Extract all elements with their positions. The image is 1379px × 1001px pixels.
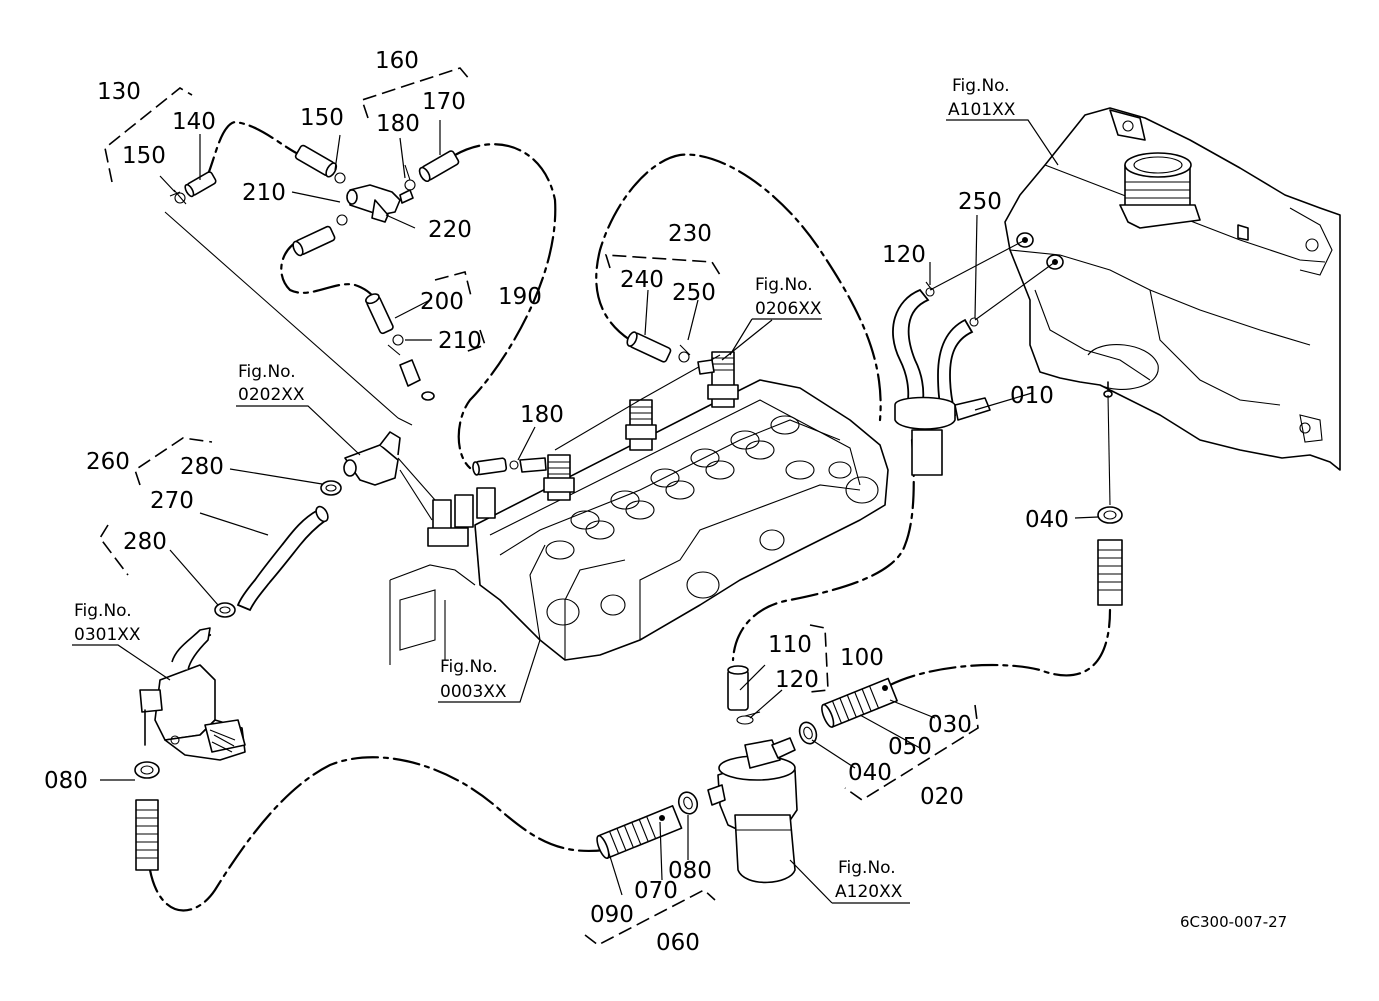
hose-170-to-injectors: [453, 143, 557, 470]
hose-filter-to-090: [148, 756, 607, 912]
label-100: 100: [840, 645, 884, 671]
hose-140-to-tee: [203, 120, 302, 184]
label-210-lower: 210: [438, 328, 482, 354]
filter-inlet-hose: [798, 677, 898, 745]
label-150-upper: 150: [300, 105, 344, 131]
label-040-center: 040: [848, 760, 892, 786]
filter-outlet-hose: [596, 791, 699, 860]
bracket-130: [104, 87, 193, 183]
label-110: 110: [768, 632, 812, 658]
bracket-190: [434, 271, 487, 353]
label-140: 140: [172, 109, 216, 135]
figref-a101-line2: A101XX: [948, 100, 1016, 120]
bracket-060: [584, 889, 716, 946]
overflow-hose-270: [214, 480, 342, 618]
hose-tank-to-110: [731, 438, 915, 662]
label-200: 200: [420, 289, 464, 315]
return-pipe-fittings: [164, 144, 460, 521]
label-080-center: 080: [668, 858, 712, 884]
bracket-100: [809, 624, 829, 693]
label-170: 170: [422, 89, 466, 115]
fuel-feed-pump-drawing: [139, 627, 246, 761]
hose-030-to-040: [888, 608, 1112, 687]
label-270: 270: [150, 488, 194, 514]
label-010: 010: [1010, 383, 1054, 409]
figref-0206-line1: Fig.No.: [755, 275, 813, 295]
label-230: 230: [668, 221, 712, 247]
label-090: 090: [590, 902, 634, 928]
label-020: 020: [920, 784, 964, 810]
label-120-lower: 120: [775, 667, 819, 693]
injector-3: [707, 351, 739, 408]
label-030: 030: [928, 712, 972, 738]
label-220: 220: [428, 217, 472, 243]
label-160: 160: [375, 48, 419, 74]
figref-a120-line1: Fig.No.: [838, 858, 896, 878]
bracket-020: [844, 704, 979, 801]
injector-2: [625, 399, 657, 451]
label-250-right: 250: [958, 189, 1002, 215]
bracket-230: [604, 254, 723, 279]
figref-0003-line1: Fig.No.: [440, 657, 498, 677]
label-130: 130: [97, 79, 141, 105]
label-180-upper: 180: [376, 111, 420, 137]
label-250-center: 250: [672, 280, 716, 306]
part-number-labels: 130 140 150 150 160 170 180 180 190 200 …: [44, 48, 1069, 956]
label-280-upper: 280: [180, 454, 224, 480]
label-240: 240: [620, 267, 664, 293]
label-080-left: 080: [44, 768, 88, 794]
figref-0003-line2: 0003XX: [440, 682, 507, 702]
bracket-260: [99, 437, 213, 576]
label-060: 060: [656, 930, 700, 956]
cylinder-head-drawing: [427, 351, 889, 661]
figref-0206-line2: 0206XX: [755, 299, 822, 319]
injector-1: [543, 454, 575, 501]
figref-a101-line1: Fig.No.: [952, 76, 1010, 96]
fuel-filter-drawing: [707, 665, 798, 884]
label-040-right: 040: [1025, 507, 1069, 533]
label-260: 260: [86, 449, 130, 475]
figref-0301-line1: Fig.No.: [74, 601, 132, 621]
hose-240-loop: [595, 153, 882, 422]
group-brackets: [99, 67, 979, 946]
engine-block-portion: [389, 564, 476, 665]
figref-0301-line2: 0301XX: [74, 625, 141, 645]
label-280-lower: 280: [123, 529, 167, 555]
label-180-lower: 180: [520, 402, 564, 428]
right-spring-hose: [1097, 394, 1123, 606]
label-070: 070: [634, 878, 678, 904]
label-050: 050: [888, 734, 932, 760]
label-190: 190: [498, 284, 542, 310]
label-210-upper: 210: [242, 180, 286, 206]
fuel-tank-drawing: [1004, 107, 1341, 471]
figure-references: Fig.No. A101XX Fig.No. 0206XX Fig.No. 02…: [74, 76, 1016, 902]
figref-a120-line2: A120XX: [835, 882, 903, 902]
drawing-number: 6C300-007-27: [1180, 913, 1287, 931]
bracket-160: [360, 67, 471, 119]
figref-0202-line1: Fig.No.: [238, 362, 296, 382]
leader-lines: [72, 119, 1099, 904]
figref-0202-line2: 0202XX: [238, 385, 305, 405]
tank-outlet-hoses: [892, 239, 1056, 476]
label-120-upper: 120: [882, 242, 926, 268]
leakoff-hose-parts: [472, 331, 715, 476]
lower-left-hose: [134, 761, 160, 871]
label-150-left: 150: [122, 143, 166, 169]
